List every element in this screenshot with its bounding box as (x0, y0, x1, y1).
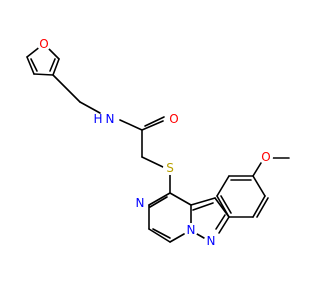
atom-label-methoxy-o: O (259, 150, 273, 164)
svg-text:O: O (169, 112, 178, 126)
atom-label-pyrazine-n: N (133, 196, 147, 210)
svg-text:O: O (261, 150, 270, 164)
molecule-structure: O N H O S N N N O (26, 37, 290, 248)
pyrazolopyrazine-core (148, 174, 230, 243)
svg-text:N: N (187, 223, 196, 237)
svg-text:N: N (136, 196, 145, 210)
atom-label-pyrazole-n: N (204, 234, 218, 248)
amide-linker (52, 74, 165, 168)
svg-text:N: N (106, 112, 115, 126)
svg-text:O: O (39, 37, 48, 51)
atom-label-carbonyl-o: O (167, 112, 181, 126)
svg-text:N: N (207, 234, 216, 248)
furan-ring (26, 45, 60, 76)
atom-label-thioether-s: S (163, 161, 177, 175)
svg-text:S: S (166, 161, 174, 175)
atom-label-bridge-n: N (184, 223, 198, 237)
atom-label-amide-nh: N H (93, 112, 117, 126)
methoxyphenyl-group (216, 157, 290, 218)
svg-text:H: H (93, 112, 102, 126)
atom-label-furan-o: O (37, 37, 51, 51)
